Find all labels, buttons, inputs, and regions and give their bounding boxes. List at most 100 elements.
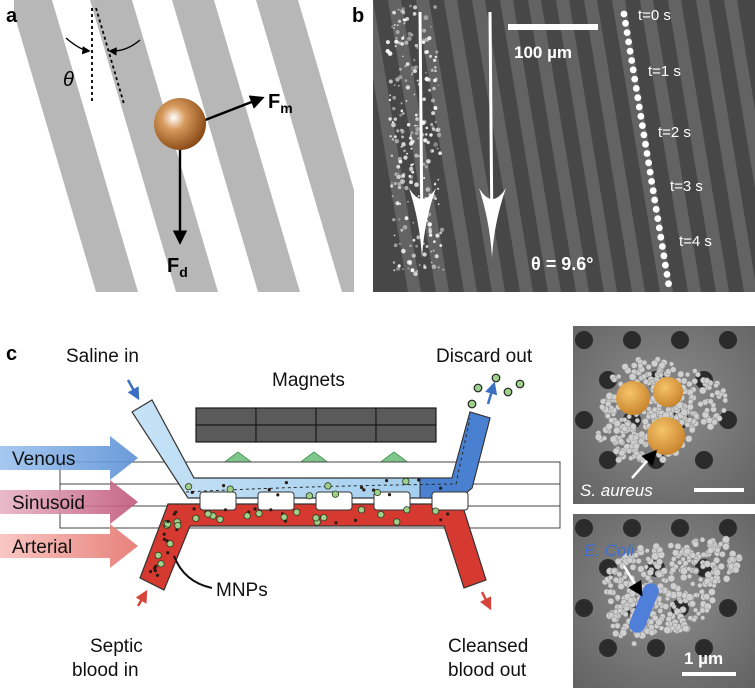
discard-out-label: Discard out <box>436 346 533 367</box>
cluster-bead <box>412 163 414 166</box>
cluster-bead <box>434 69 437 73</box>
cluster-bead <box>434 128 439 133</box>
cluster-bead <box>394 139 400 144</box>
septic-blood-label-line1: Septic <box>90 636 143 657</box>
cluster-bead <box>425 187 431 192</box>
cluster-bead <box>412 58 416 62</box>
membrane-pore <box>719 599 737 617</box>
cluster-bead <box>391 181 393 184</box>
sem-bead <box>641 359 648 366</box>
membrane-pore <box>623 519 641 537</box>
sem-bead <box>635 557 642 565</box>
membrane-pore <box>671 331 689 349</box>
sem-bead <box>622 611 629 618</box>
cluster-bead <box>403 155 408 160</box>
cluster-bead <box>397 185 402 190</box>
cluster-bead <box>411 73 413 76</box>
sem-bead <box>623 605 630 612</box>
sem-bead <box>612 576 620 584</box>
sem-bead <box>641 418 649 425</box>
micrograph-stripe <box>500 0 561 292</box>
cluster-bead <box>398 218 401 221</box>
mnp-particle <box>320 513 328 522</box>
cluster-bead <box>401 111 405 116</box>
mnp-particle <box>223 508 228 512</box>
sem-bead <box>612 447 620 455</box>
cluster-bead <box>433 183 437 186</box>
cluster-bead <box>392 218 396 222</box>
mnp-particle <box>243 512 251 520</box>
pitch-stripe <box>90 0 218 292</box>
cluster-bead <box>400 109 404 113</box>
sem-bead <box>695 371 701 378</box>
mnp-particle <box>222 484 226 488</box>
cluster-bead <box>399 113 402 117</box>
mnp-particle <box>204 510 212 518</box>
sem-bead <box>631 640 637 647</box>
cluster-bead <box>400 145 403 148</box>
cluster-bead <box>414 65 419 69</box>
cluster-bead <box>402 225 408 230</box>
cluster-bead <box>436 127 441 132</box>
sem-bead <box>717 562 725 571</box>
sem-bead <box>698 576 704 583</box>
time-label: t=1 s <box>648 63 681 80</box>
angle-label: θ = 9.6° <box>531 254 593 274</box>
sem-bead <box>663 626 672 634</box>
time-label: t=3 s <box>670 178 703 195</box>
mnp-particle <box>157 560 165 568</box>
sem-bead <box>594 433 603 441</box>
sem-bead <box>674 542 682 550</box>
sem-bead <box>677 559 683 566</box>
mnp-path <box>185 417 471 493</box>
cluster-bead <box>393 84 396 87</box>
sem-bead <box>608 417 615 424</box>
cluster-bead <box>401 142 406 147</box>
sem-bead <box>608 612 615 619</box>
sem-bead <box>680 377 688 385</box>
cluster-bead <box>436 147 439 150</box>
micrograph-stripe <box>373 0 421 292</box>
trajectory-bead <box>645 159 652 167</box>
mnp-particle <box>312 514 320 522</box>
sem-bead <box>610 567 617 574</box>
sem-bead <box>626 448 632 454</box>
discarded-particle <box>515 379 525 389</box>
flow-arrow-right <box>488 11 494 237</box>
cluster-bead <box>395 36 398 40</box>
sem-bead <box>613 609 619 615</box>
trajectory-bead <box>659 243 666 250</box>
mnp-particle <box>165 539 169 543</box>
mnp-particle <box>253 507 257 511</box>
sem-bead <box>599 398 607 405</box>
cluster-bead <box>413 271 418 277</box>
drag-force-label: Fd <box>167 255 188 280</box>
trajectory-bead <box>628 57 636 64</box>
cluster-bead <box>438 151 442 155</box>
micrograph-stripe <box>668 0 729 292</box>
magnetic-force-arrow <box>199 95 265 124</box>
trajectory-bead <box>622 19 629 27</box>
mnp-particle <box>362 488 366 492</box>
cluster-bead <box>432 249 435 252</box>
cluster-bead <box>393 269 396 272</box>
interface-pillars <box>199 491 469 511</box>
cluster-bead <box>393 117 397 121</box>
cluster-bead <box>388 79 393 84</box>
cluster-bead <box>404 40 409 45</box>
cluster-bead <box>389 94 392 97</box>
trajectory-bead <box>632 85 640 92</box>
cluster-bead <box>424 165 429 169</box>
sem-bead <box>638 438 645 445</box>
cluster-bead <box>395 172 398 175</box>
cluster-bead <box>414 124 416 127</box>
mnp-particle <box>305 492 313 500</box>
trajectory-bead <box>665 280 672 288</box>
sem-bead <box>697 554 702 560</box>
sem-bead <box>629 563 637 571</box>
cluster-bead <box>407 200 409 203</box>
membrane-pore <box>575 411 593 429</box>
cluster-bead <box>409 136 413 140</box>
saline-in-arrow <box>126 379 140 401</box>
cluster-bead <box>415 117 418 120</box>
